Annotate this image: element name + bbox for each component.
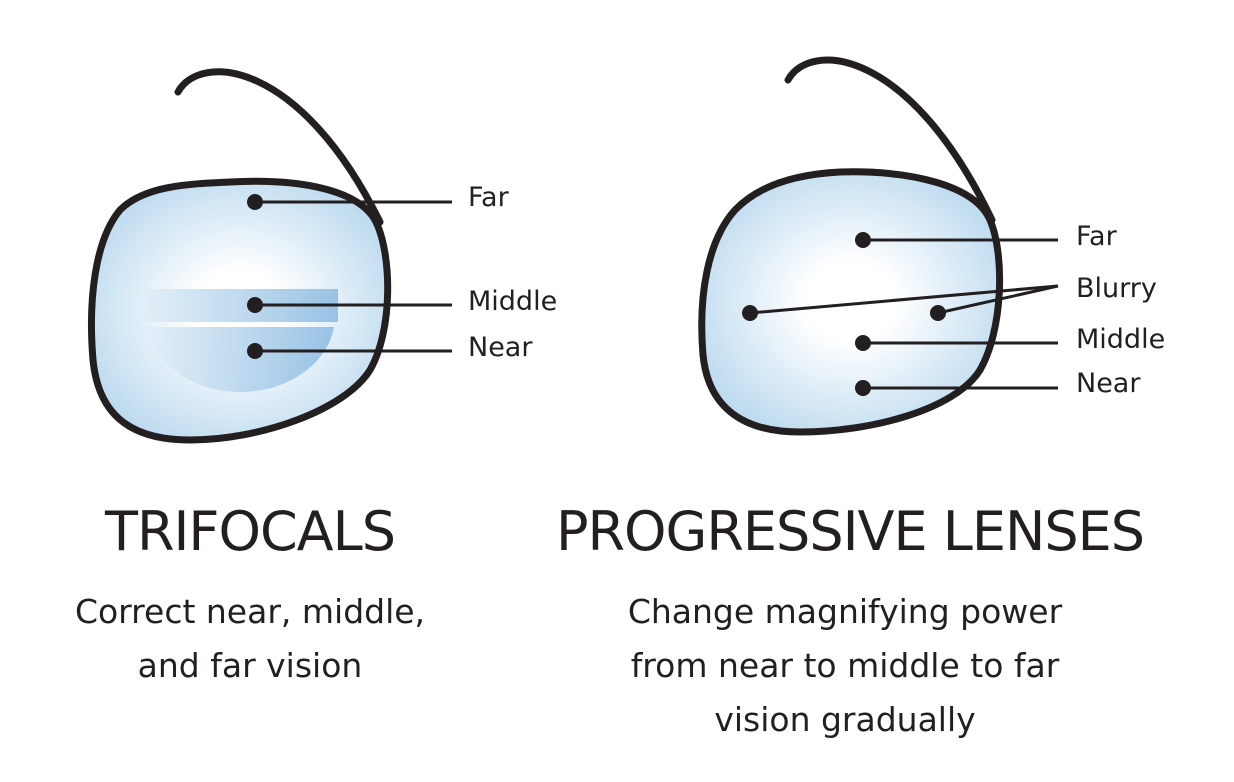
progressive-temple-arm	[784, 56, 996, 224]
trifocal-lens: Far Middle Near	[88, 68, 557, 444]
trifocal-temple-arm	[174, 68, 384, 226]
progressive-far-label: Far	[1076, 221, 1118, 252]
progressive-description: Change magnifying power from near to mid…	[560, 585, 1130, 747]
trifocal-far-point	[247, 194, 263, 210]
progressive-title: PROGRESSIVE LENSES	[555, 500, 1145, 563]
progressive-description-line-1: Change magnifying power	[627, 592, 1063, 631]
progressive-near-label: Near	[1076, 368, 1141, 399]
progressive-blurry-point-left	[742, 305, 758, 321]
trifocal-near-segment	[145, 327, 334, 392]
progressive-description-line-2: from near to middle to far	[630, 646, 1060, 685]
trifocal-middle-point	[247, 297, 263, 313]
trifocal-far-label: Far	[468, 182, 510, 213]
trifocal-near-point	[247, 343, 263, 359]
progressive-blurry-label: Blurry	[1076, 273, 1157, 304]
progressive-lens: Far Blurry Middle Near	[698, 56, 1165, 436]
trifocals-description-line-2: and far vision	[137, 646, 363, 685]
progressive-near-point	[855, 380, 871, 396]
progressive-blurry-leader-right	[937, 284, 1059, 315]
progressive-middle-point	[855, 335, 871, 351]
progressive-blurry-leader-left	[749, 284, 1059, 315]
trifocal-middle-segment	[140, 289, 338, 322]
trifocals-description-line-1: Correct near, middle,	[74, 592, 426, 631]
progressive-far-point	[855, 232, 871, 248]
trifocals-title: TRIFOCALS	[104, 500, 396, 563]
trifocals-description: Correct near, middle, and far vision	[20, 585, 480, 693]
progressive-middle-label: Middle	[1076, 324, 1165, 355]
progressive-lens-frame	[698, 168, 1004, 436]
progressive-blurry-point-right	[930, 305, 946, 321]
trifocal-near-label: Near	[468, 332, 533, 363]
trifocal-middle-label: Middle	[468, 286, 557, 317]
progressive-description-line-3: vision gradually	[714, 700, 976, 739]
